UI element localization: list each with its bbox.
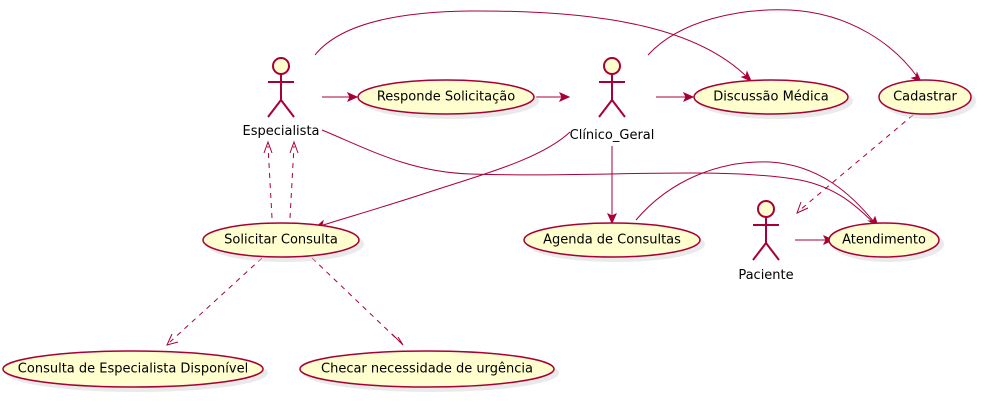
arrowhead-paciente — [796, 201, 809, 214]
usecase-label: Solicitar Consulta — [224, 233, 338, 248]
usecase-label: Responde Solicitação — [377, 90, 515, 105]
arrowhead-responde — [346, 91, 359, 103]
actor-label-clinico-geral: Clínico_Geral — [570, 128, 655, 143]
edge-clinico-cadastrar — [647, 9, 919, 79]
edge-solicitar-checar — [311, 257, 401, 343]
actor-head-icon — [272, 57, 290, 75]
usecase-cadastrar: Cadastrar — [878, 79, 976, 119]
arrowhead-especialista-2 — [289, 140, 299, 154]
actor-label-paciente: Paciente — [738, 268, 793, 283]
edge-solicitar-especialista-1 — [267, 145, 273, 219]
arrowhead-discussao-2 — [740, 70, 752, 82]
actor-label-especialista: Especialista — [242, 124, 319, 139]
edge-especialista-discussao — [314, 10, 749, 79]
arrowhead-checar — [391, 333, 404, 346]
arrowhead-especialista-1 — [263, 140, 273, 154]
usecase-responde-solicitacao: Responde Solicitação — [357, 79, 539, 119]
usecase-label: Consulta de Especialista Disponível — [18, 362, 248, 377]
edge-clinico-solicitar — [319, 131, 571, 227]
actor-head-icon — [757, 200, 775, 218]
usecase-label: Atendimento — [842, 233, 926, 248]
usecase-label: Discussão Médica — [713, 90, 829, 105]
edge-solicitar-especialista-2 — [289, 145, 295, 219]
usecase-label: Cadastrar — [893, 90, 957, 105]
usecase-checar-urgencia: Checar necessidade de urgência — [299, 350, 559, 392]
arrowhead-consulta-especialista — [166, 333, 179, 346]
usecase-consulta-especialista-disponivel: Consulta de Especialista Disponível — [2, 350, 268, 392]
usecase-solicitar-consulta: Solicitar Consulta — [202, 222, 364, 262]
edge-solicitar-consulta-especialista — [169, 257, 263, 343]
actor-paciente: Paciente — [738, 200, 794, 283]
edge-cadastrar-paciente — [799, 114, 914, 211]
edge-agenda-atendimento — [635, 161, 875, 223]
actor-head-icon — [603, 57, 621, 75]
arrowhead-discussao-1 — [682, 91, 695, 103]
usecase-discussao-medica: Discussão Médica — [693, 79, 853, 119]
usecase-agenda-de-consultas: Agenda de Consultas — [523, 222, 705, 262]
usecase-atendimento: Atendimento — [828, 222, 944, 262]
actor-especialista: Especialista — [242, 57, 320, 139]
arrowhead-clinico — [558, 91, 571, 103]
edge-especialista-atendimento — [321, 129, 876, 225]
usecase-label: Agenda de Consultas — [543, 233, 681, 248]
usecase-label: Checar necessidade de urgência — [321, 362, 533, 377]
arrowhead-agenda — [606, 212, 618, 225]
actor-clinico-geral: Clínico_Geral — [570, 57, 655, 143]
